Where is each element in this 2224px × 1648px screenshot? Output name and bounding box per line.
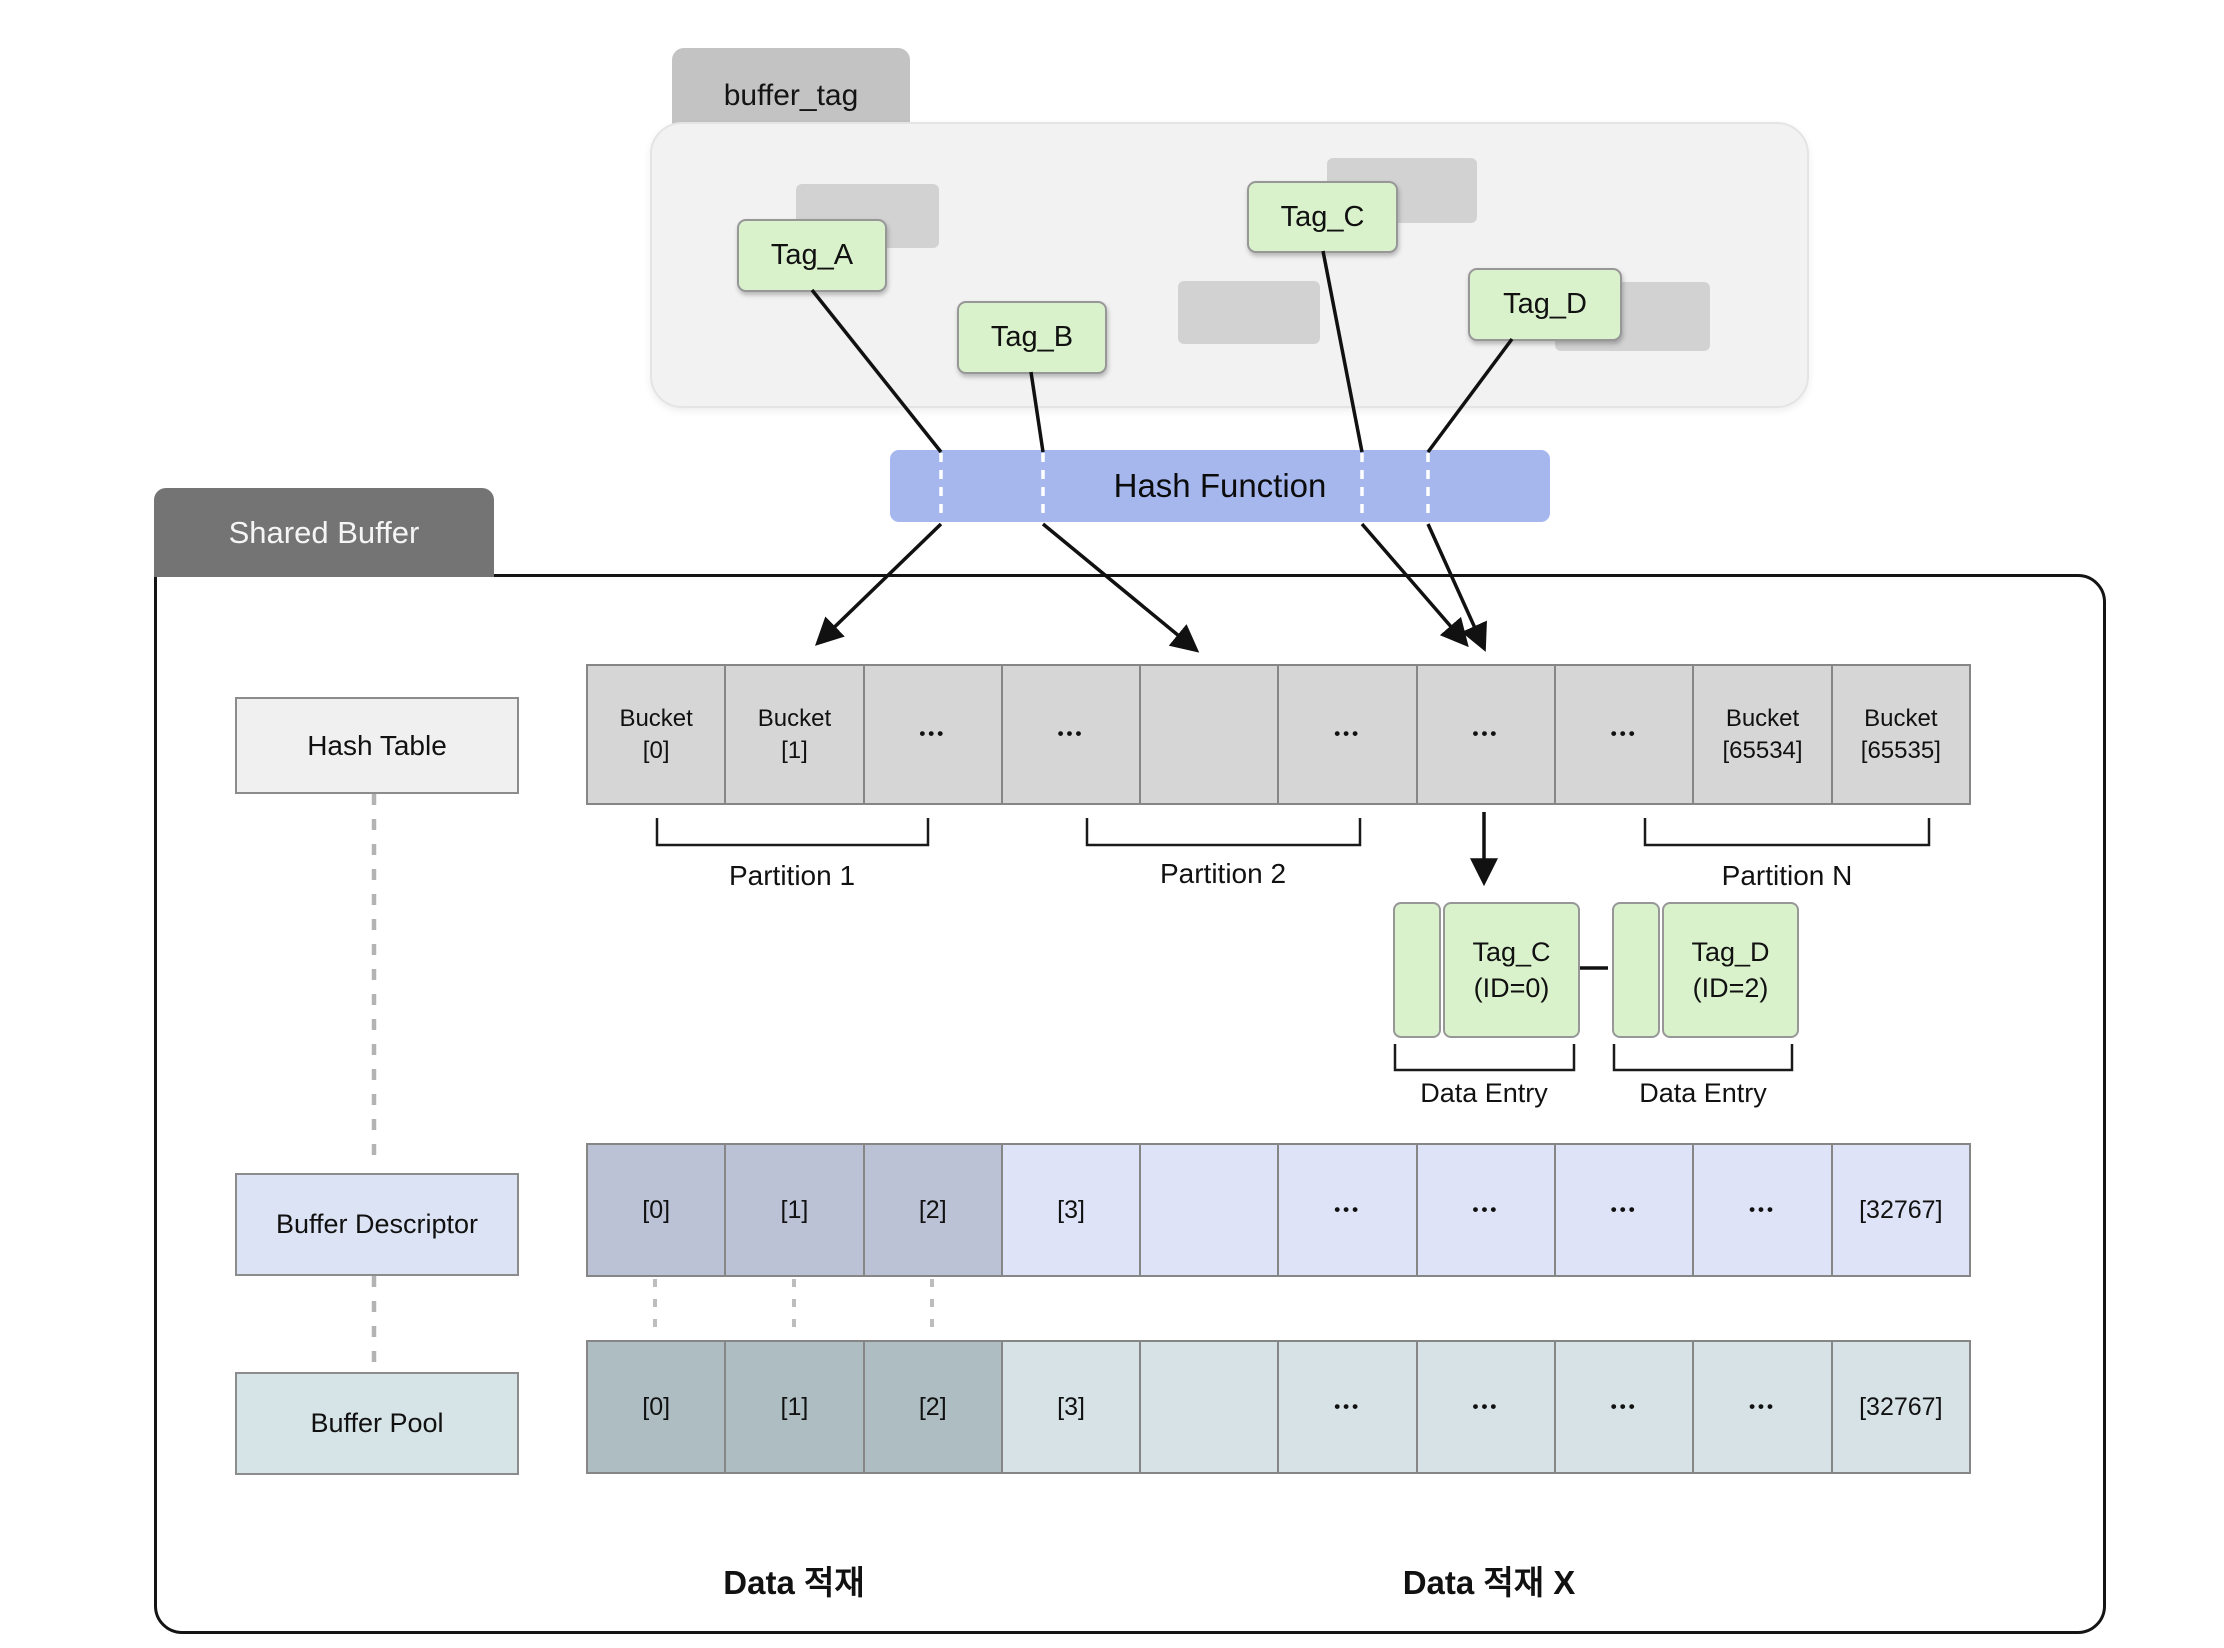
pool-cell: ••• — [1692, 1342, 1831, 1472]
bucket-cell: ••• — [1415, 666, 1555, 803]
hash-table-label-box: Hash Table — [235, 697, 519, 794]
descriptor-cell: [2] — [862, 1145, 1001, 1275]
bucket-cell — [1139, 666, 1278, 803]
pool-cell: [1] — [724, 1342, 863, 1472]
pool-cell: [32767] — [1830, 1342, 1969, 1472]
shared-buffer-tab-label: Shared Buffer — [154, 488, 494, 577]
bucket-cell: Bucket [0] — [588, 666, 725, 803]
tag-b-box: Tag_B — [957, 301, 1107, 374]
data-entry-caption: Data Entry — [1420, 1078, 1548, 1108]
descriptor-cell: [1] — [724, 1145, 863, 1275]
data-entry-tag-c: Tag_C (ID=0) — [1443, 902, 1580, 1038]
hash-function-bar: Hash Function — [890, 450, 1550, 522]
descriptor-cell: ••• — [1415, 1145, 1555, 1275]
bucket-cell: ••• — [1277, 666, 1416, 803]
tag-c-box: Tag_C — [1247, 181, 1398, 253]
descriptor-cell: [0] — [588, 1145, 725, 1275]
buffer-pool-label-box: Buffer Pool — [235, 1372, 519, 1475]
tag-a-box: Tag_A — [737, 219, 887, 292]
pool-cell — [1139, 1342, 1278, 1472]
bucket-cell: Bucket [65534] — [1692, 666, 1831, 803]
bucket-cell: ••• — [1000, 666, 1140, 803]
bucket-cell: Bucket [1] — [724, 666, 863, 803]
data-entry-link-cell — [1393, 902, 1441, 1038]
data-loaded-label: Data 적재 — [723, 1564, 865, 1601]
bucket-cell: ••• — [862, 666, 1001, 803]
descriptor-cell: ••• — [1554, 1145, 1693, 1275]
partition-1-label: Partition 1 — [728, 860, 856, 891]
data-entry-link-cell — [1612, 902, 1660, 1038]
buffer-descriptor-label-box: Buffer Descriptor — [235, 1173, 519, 1276]
pool-cell: ••• — [1277, 1342, 1416, 1472]
data-not-loaded-label: Data 적재 X — [1402, 1564, 1576, 1601]
bucket-cell: Bucket [65535] — [1830, 666, 1969, 803]
partition-2-label: Partition 2 — [1159, 858, 1287, 889]
pool-cell: [2] — [862, 1342, 1001, 1472]
data-entry-caption: Data Entry — [1639, 1078, 1767, 1108]
descriptor-cell: ••• — [1277, 1145, 1416, 1275]
data-entry-tag-d: Tag_D (ID=2) — [1662, 902, 1799, 1038]
pool-cell: ••• — [1415, 1342, 1555, 1472]
descriptor-cell: [3] — [1000, 1145, 1140, 1275]
pool-cell: [3] — [1000, 1342, 1140, 1472]
descriptor-cell: ••• — [1692, 1145, 1831, 1275]
descriptor-cell — [1139, 1145, 1278, 1275]
tag-d-box: Tag_D — [1468, 268, 1622, 341]
pool-cell: [0] — [588, 1342, 725, 1472]
buffer-descriptor-row: [0] [1] [2] [3] ••• ••• ••• ••• [32767] — [586, 1143, 1971, 1277]
pool-cell: ••• — [1554, 1342, 1693, 1472]
buffer-pool-row: [0] [1] [2] [3] ••• ••• ••• ••• [32767] — [586, 1340, 1971, 1474]
ghost-box — [1178, 281, 1320, 344]
partition-n-label: Partition N — [1721, 860, 1853, 891]
hash-table-bucket-row: Bucket [0] Bucket [1] ••• ••• ••• ••• ••… — [586, 664, 1971, 805]
bucket-cell: ••• — [1554, 666, 1693, 803]
descriptor-cell: [32767] — [1830, 1145, 1969, 1275]
